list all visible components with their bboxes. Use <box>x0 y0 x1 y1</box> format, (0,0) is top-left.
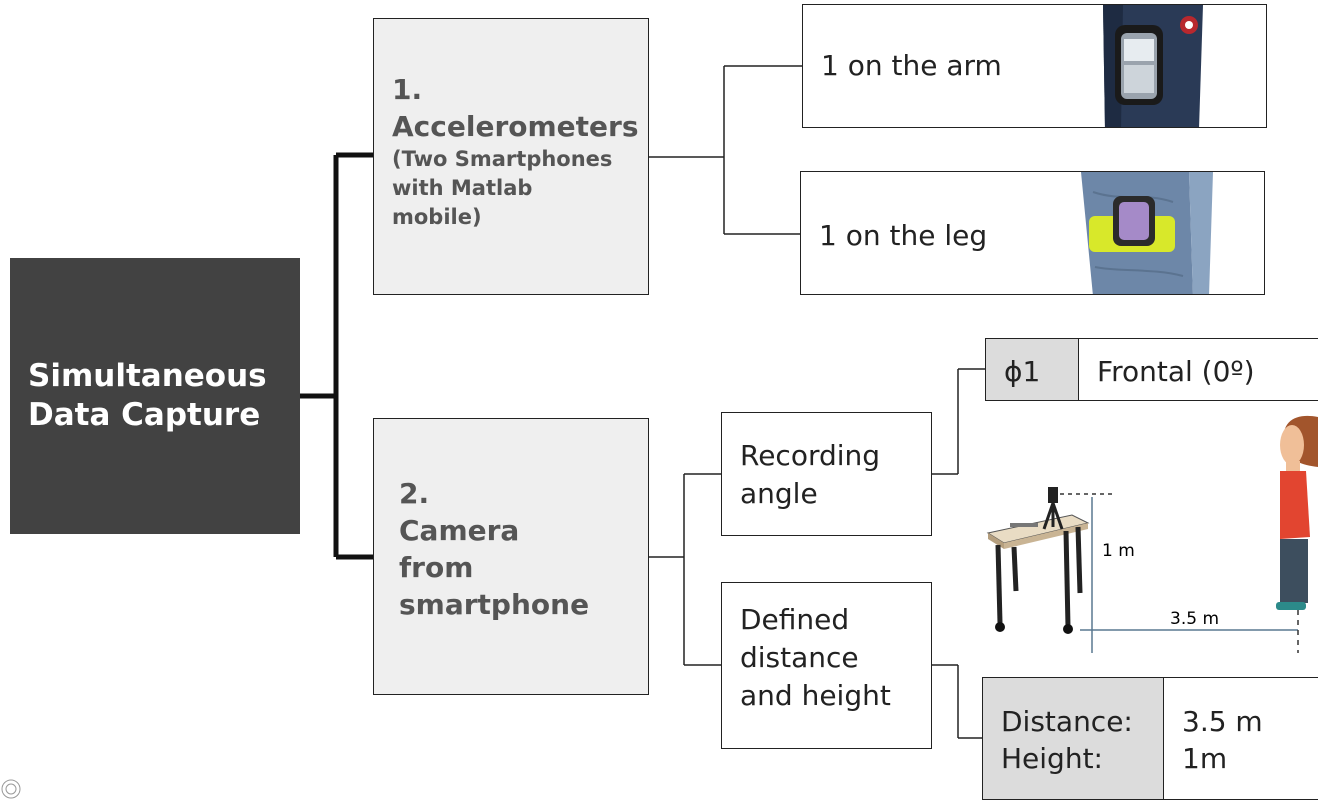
distance-label: Distance: <box>1001 705 1133 738</box>
angle-code: ϕ1 <box>1004 355 1041 388</box>
person-icon <box>1276 415 1318 610</box>
distance-height-values-cell: 3.5 m 1m <box>1163 677 1318 800</box>
angle-value: Frontal (0º) <box>1097 355 1255 388</box>
root-connector <box>300 152 373 560</box>
root-label: Simultaneous Data Capture <box>28 358 267 433</box>
angle-value-cell: Frontal (0º) <box>1078 338 1318 401</box>
corner-logo-icon <box>1 779 21 799</box>
category-camera-title: 2. Camera from smartphone <box>399 477 590 621</box>
height-annotation: 1 m <box>1102 541 1135 561</box>
category-accelerometers-subtitle: (Two Smartphones with Matlab mobile) <box>392 147 613 229</box>
distance-height-labels-cell: Distance: Height: <box>982 677 1164 800</box>
leaf-arm-label: 1 on the arm <box>821 49 1002 82</box>
leg-phone-image <box>1081 172 1213 294</box>
height-label: Height: <box>1001 742 1103 775</box>
category-accelerometers-title: 1. Accelerometers <box>392 73 639 143</box>
leaf-leg: 1 on the leg <box>800 171 1265 295</box>
angle-code-cell: ϕ1 <box>985 338 1079 401</box>
branch-connectors <box>649 65 985 739</box>
category-accelerometers: 1. Accelerometers (Two Smartphones with … <box>373 18 649 295</box>
category-camera: 2. Camera from smartphone <box>373 418 649 695</box>
height-value: 1m <box>1182 742 1228 775</box>
root-node: Simultaneous Data Capture <box>10 258 300 534</box>
table-icon <box>986 514 1090 634</box>
tripod-icon <box>1042 487 1064 530</box>
arm-phone-image <box>1103 5 1203 127</box>
distance-height-label: Defined distance and height <box>740 603 891 712</box>
distance-annotation: 3.5 m <box>1170 609 1219 629</box>
leaf-leg-label: 1 on the leg <box>819 219 988 252</box>
recording-angle-label: Recording angle <box>740 439 881 510</box>
recording-angle-node: Recording angle <box>721 412 932 536</box>
distance-height-node: Defined distance and height <box>721 582 932 749</box>
distance-value: 3.5 m <box>1182 705 1263 738</box>
leaf-arm: 1 on the arm <box>802 4 1267 128</box>
camera-setup-scene: 1 m 3.5 m <box>986 415 1318 653</box>
